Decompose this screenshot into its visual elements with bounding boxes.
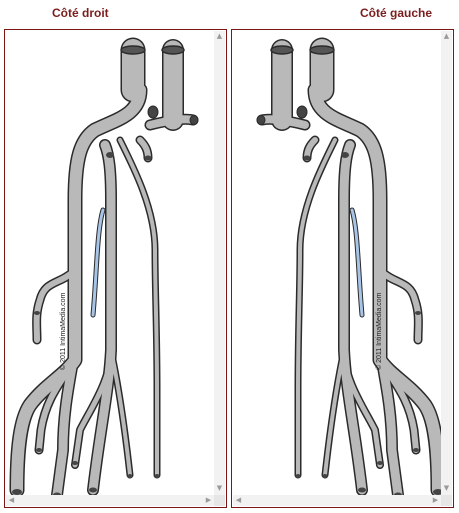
triangle-right-icon[interactable]: ▶	[432, 496, 439, 504]
panel-left-side: .v2 { fill:none; stroke-linecap:round; s…	[231, 29, 454, 508]
triangle-left-icon[interactable]: ◀	[235, 496, 242, 504]
vertical-scrollbar[interactable]: ▲ ▼	[441, 31, 452, 506]
horizontal-scrollbar[interactable]: ◀ ▶	[233, 495, 441, 506]
triangle-down-icon[interactable]: ▼	[216, 484, 223, 492]
triangle-up-icon[interactable]: ▲	[443, 32, 450, 40]
title-left-side: Côté gauche	[360, 6, 433, 20]
triangle-right-icon[interactable]: ▶	[205, 496, 212, 504]
scrollbar-corner	[214, 495, 225, 506]
triangle-down-icon[interactable]: ▼	[443, 484, 450, 492]
horizontal-scrollbar[interactable]: ◀ ▶	[6, 495, 214, 506]
triangle-up-icon[interactable]: ▲	[216, 32, 223, 40]
scrollbar-corner	[441, 495, 452, 506]
vessel-diagram-right-side: .v { fill:none; stroke-linecap:round; st…	[9, 37, 199, 501]
vessel-diagram-left-side: .v2 { fill:none; stroke-linecap:round; s…	[256, 37, 446, 501]
vertical-scrollbar[interactable]: ▲ ▼	[214, 31, 225, 506]
copyright-label: © 2011 IntimaMedia.com	[60, 292, 67, 370]
title-right-side: Côté droit	[52, 6, 109, 20]
triangle-left-icon[interactable]: ◀	[8, 496, 15, 504]
copyright-label: © 2011 IntimaMedia.com	[376, 292, 383, 370]
panel-right-side: .v { fill:none; stroke-linecap:round; st…	[4, 29, 227, 508]
